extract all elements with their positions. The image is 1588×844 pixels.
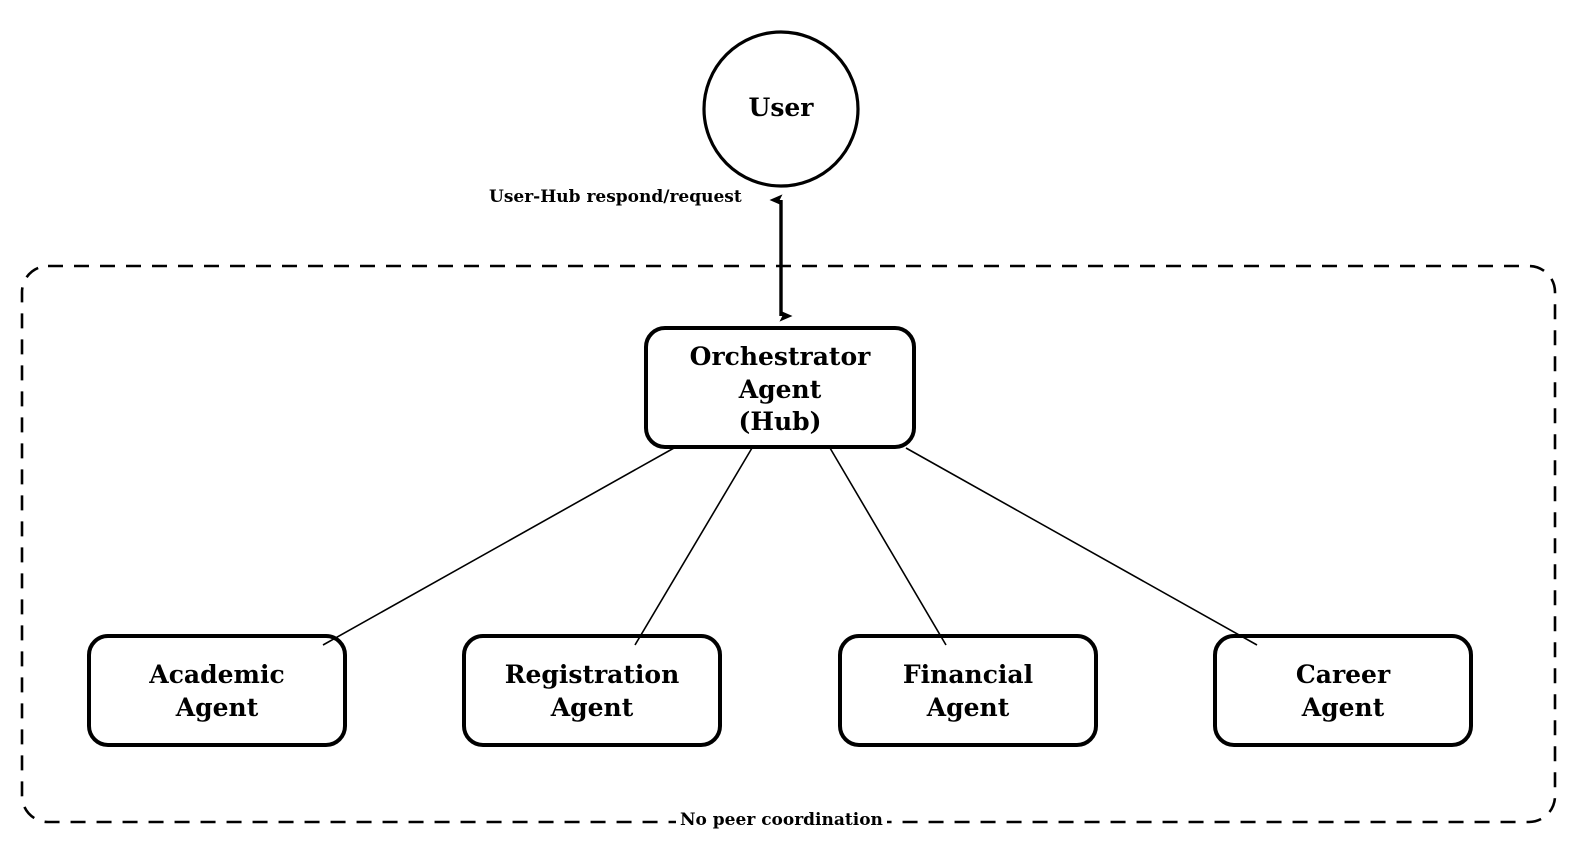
agent-node-box-career[interactable] bbox=[1213, 634, 1473, 747]
edge-label-user-hub: User-Hub respond/request bbox=[489, 187, 742, 207]
agent-node-box-registration[interactable] bbox=[462, 634, 722, 747]
connector-hub-academic bbox=[322, 447, 675, 646]
orchestrator-node-box[interactable] bbox=[644, 326, 916, 449]
boundary-caption: No peer coordination bbox=[676, 810, 887, 830]
connector-hub-career bbox=[905, 447, 1258, 646]
connector-hub-registration bbox=[634, 447, 753, 646]
agent-node-box-financial[interactable] bbox=[838, 634, 1098, 747]
user-node-circle[interactable] bbox=[702, 30, 860, 188]
connector-hub-financial bbox=[829, 447, 947, 646]
agent-node-box-academic[interactable] bbox=[87, 634, 347, 747]
